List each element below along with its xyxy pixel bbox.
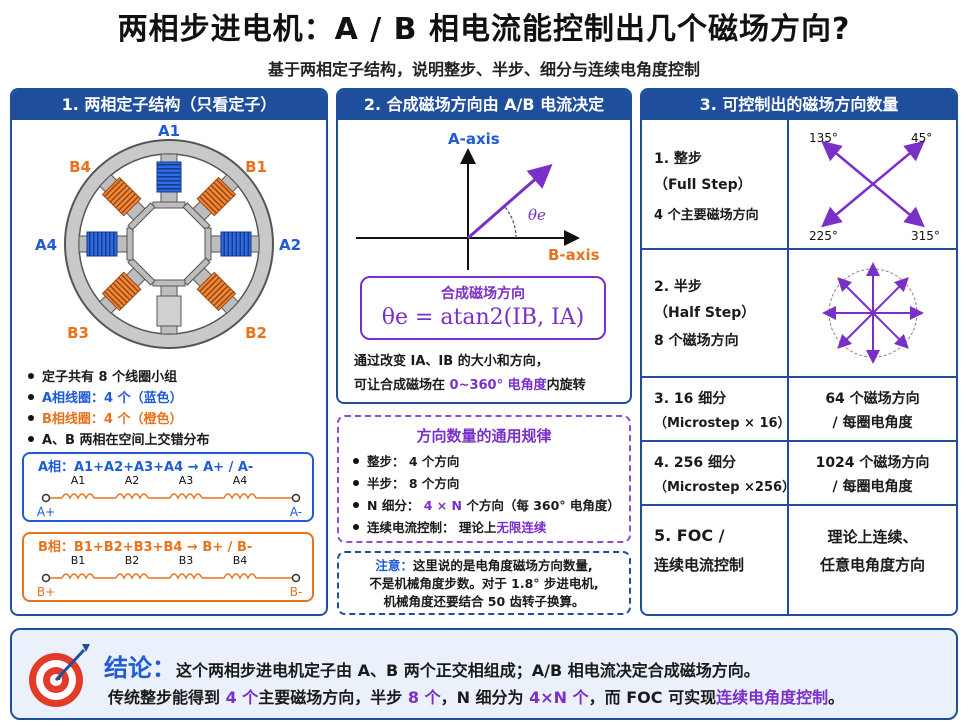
conclusion-line-1: 结论：这个两相步进电机定子由 A、B 两个正交相组成；A/B 相电流决定合成磁场… (104, 654, 760, 682)
angle-45-label: 45° (911, 131, 932, 145)
pole-label-b1: B1 (245, 158, 267, 176)
note-line-1: 注意：这里说的是电角度磁场方向数量, (375, 558, 593, 573)
row-half-step-desc: 8 个磁场方向 (654, 333, 739, 349)
full-step-directions: 135° 45° 225° 315° (809, 131, 940, 243)
pole-label-b3: B3 (67, 324, 89, 342)
coil-b4-label: B4 (233, 554, 248, 567)
resultant-field-vector (467, 164, 553, 240)
stator-diagram: A1 B1 A2 B2 B3 A4 B4 (35, 122, 301, 349)
rule-continuous: 连续电流控制： 理论上无限连续 (353, 517, 546, 536)
formula: θe = atan2(IB, IA) (381, 305, 585, 330)
panel-title: 1. 两相定子结构（只看定子） (12, 90, 326, 120)
row-16-microstep-unit: / 每圈电角度 (832, 415, 913, 431)
row-half-step-sub: （Half Step） (654, 305, 756, 321)
direction-count-panel: 3. 可控制出的磁场方向数量 1. 整步 （Full Step） 4 个主要磁场… (640, 88, 958, 616)
angle-135-label: 135° (809, 131, 838, 145)
note-box: 注意：这里说的是电角度磁场方向数量, 不是机械角度步数。对于 1.8° 步进电机… (337, 551, 631, 615)
bullet-b-coils: B相线圈：4 个（橙色） (28, 408, 182, 427)
field-direction-panel: 2. 合成磁场方向由 A/B 电流决定 A-axis B-axis θe 合成磁… (336, 88, 632, 404)
b-axis-label: B-axis (548, 246, 600, 264)
stator-poles (78, 153, 260, 335)
coil-b-caption: B相：B1+B2+B3+B4 → B+ / B- (38, 536, 253, 555)
formula-box: 合成磁场方向 θe = atan2(IB, IA) (360, 276, 606, 340)
coil-a1-label: A1 (71, 474, 86, 487)
row-256-microstep-name: 4. 256 细分 (654, 455, 737, 471)
stator-structure-panel: 1. 两相定子结构（只看定子） A1 B1 A2 B2 B3 (10, 88, 328, 616)
row-256-microstep-unit: / 每圈电角度 (832, 479, 913, 495)
row-half-step-name: 2. 半步 (654, 279, 702, 295)
coil-b2-label: B2 (125, 554, 140, 567)
coil-a2-label: A2 (125, 474, 140, 487)
row-foc-desc-1: 理论上连续、 (827, 528, 918, 546)
coil-b1-label: B1 (71, 554, 86, 567)
note-line-2: 不是机械角度步数。对于 1.8° 步进电机, (369, 576, 599, 591)
note-line-3: 机械角度还要结合 50 齿转子换算。 (383, 594, 585, 609)
coil-a-series: A相：A1+A2+A3+A4 → A+ / A- A1 A2 A3 A4 A+ … (22, 452, 314, 522)
bullet-interleave: A、B 两相在空间上交错分布 (28, 429, 210, 448)
coil-b-wiring: B1 B2 B3 B4 B+ B- (37, 554, 303, 599)
formula-title: 合成磁场方向 (441, 286, 525, 302)
desc-line-1: 通过改变 IA、IB 的大小和方向， (354, 354, 549, 369)
target-icon (29, 644, 90, 707)
rule-n-microstep: N 细分： 4 × N 个方向（每 360° 电角度） (353, 495, 620, 514)
angle-315-label: 315° (911, 229, 940, 243)
panel-title: 3. 可控制出的磁场方向数量 (642, 90, 956, 120)
page-subtitle: 基于两相定子结构，说明整步、半步、细分与连续电角度控制 (267, 60, 700, 79)
conclusion-line-2: 传统整步能得到 4 个主要磁场方向，半步 8 个，N 细分为 4×N 个，而 F… (108, 688, 845, 707)
row-full-step-sub: （Full Step） (654, 177, 752, 193)
row-foc-name: 5. FOC / (654, 526, 725, 545)
row-foc-sub: 连续电流控制 (654, 556, 745, 574)
bullet-coil-count: 定子共有 8 个线圈小组 (28, 366, 177, 385)
a-axis-label: A-axis (448, 130, 500, 148)
row-16-microstep-count: 64 个磁场方向 (825, 391, 920, 407)
rule-full-step: 整步： 4 个方向 (353, 451, 459, 470)
row-full-step-name: 1. 整步 (654, 151, 702, 167)
angle-label: θe (528, 206, 546, 224)
rules-box: 方向数量的通用规律 整步： 4 个方向 半步： 8 个方向 N 细分： 4 × … (337, 415, 631, 543)
pole-label-b4: B4 (69, 158, 91, 176)
angle-225-label: 225° (809, 229, 838, 243)
row-16-microstep-sub: （Microstep × 16） (654, 416, 791, 431)
coil-a4-label: A4 (233, 474, 248, 487)
desc-line-2: 可让合成磁场在 0~360° 电角度内旋转 (354, 378, 586, 393)
panel-title: 2. 合成磁场方向由 A/B 电流决定 (338, 90, 630, 120)
terminal-b-minus: B- (290, 585, 303, 599)
bullet-a-coils: A相线圈：4 个（蓝色） (28, 387, 183, 406)
coil-b3-label: B3 (179, 554, 194, 567)
coil-b-series: B相：B1+B2+B3+B4 → B+ / B- B1 B2 B3 B4 B+ … (22, 532, 314, 602)
row-16-microstep-name: 3. 16 细分 (654, 391, 727, 407)
pole-label-b2: B2 (245, 324, 267, 342)
conclusion-box: 结论：这个两相步进电机定子由 A、B 两个正交相组成；A/B 相电流决定合成磁场… (10, 628, 958, 720)
rules-title: 方向数量的通用规律 (416, 427, 552, 445)
pole-label-a2: A2 (279, 236, 301, 254)
rule-half-step: 半步： 8 个方向 (353, 473, 459, 492)
half-step-directions (822, 262, 924, 364)
pole-label-a1: A1 (158, 122, 180, 140)
terminal-a-plus: A+ (37, 505, 55, 519)
row-full-step-desc: 4 个主要磁场方向 (654, 208, 759, 223)
coil-a-caption: A相：A1+A2+A3+A4 → A+ / A- (38, 456, 254, 475)
coil-a3-label: A3 (179, 474, 194, 487)
terminal-a-minus: A- (290, 505, 302, 519)
row-foc-desc-2: 任意电角度方向 (819, 556, 925, 574)
coil-a-wiring: A1 A2 A3 A4 A+ A- (37, 474, 302, 519)
pole-label-a4: A4 (35, 236, 57, 254)
row-256-microstep-count: 1024 个磁场方向 (815, 455, 930, 471)
vector-diagram: A-axis B-axis θe (356, 130, 600, 270)
row-256-microstep-sub: （Microstep ×256） (654, 480, 796, 495)
terminal-b-plus: B+ (37, 585, 55, 599)
page-title: 两相步进电机：A / B 相电流能控制出几个磁场方向? (117, 12, 851, 47)
